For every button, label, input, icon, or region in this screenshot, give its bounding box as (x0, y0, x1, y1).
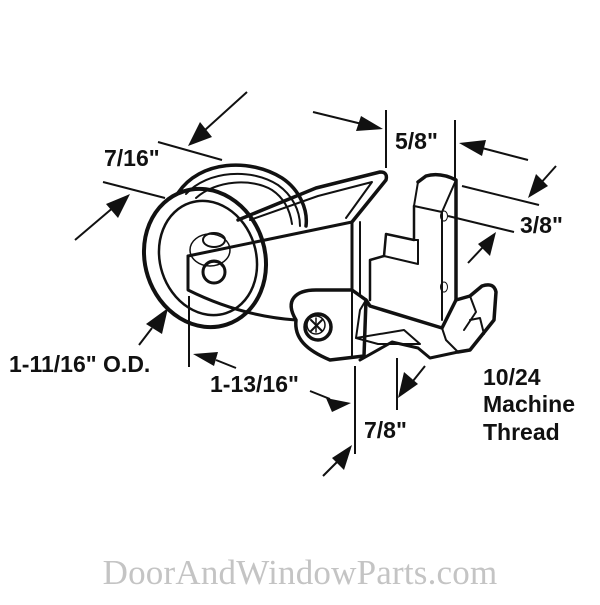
mounting-block (368, 172, 458, 321)
dim-bracket-width: 5/8" (395, 128, 438, 154)
roller-assembly-drawing (141, 163, 498, 362)
dimension-lines (74, 91, 557, 477)
dim-wheel-width: 7/16" (104, 145, 160, 171)
thread-spec-label: Thread (483, 419, 560, 445)
dim-wheel-od: 1-11/16" O.D. (9, 351, 150, 377)
watermark-text: DoorAndWindowParts.com (102, 553, 498, 592)
dim-overall-length: 1-13/16" (210, 371, 299, 397)
thread-spec-type: Machine (483, 391, 575, 417)
dimension-labels: 7/16" 5/8" 3/8" 1-11/16" O.D. 1-13/16" 7… (9, 128, 575, 445)
bracket-plate (186, 170, 389, 322)
dim-tab-height: 3/8" (520, 212, 563, 238)
screw-tab (289, 288, 368, 362)
thread-spec-size: 10/24 (483, 364, 541, 390)
roller-wheel (141, 163, 309, 330)
base-foot (355, 283, 498, 362)
dim-base-depth: 7/8" (364, 417, 407, 443)
